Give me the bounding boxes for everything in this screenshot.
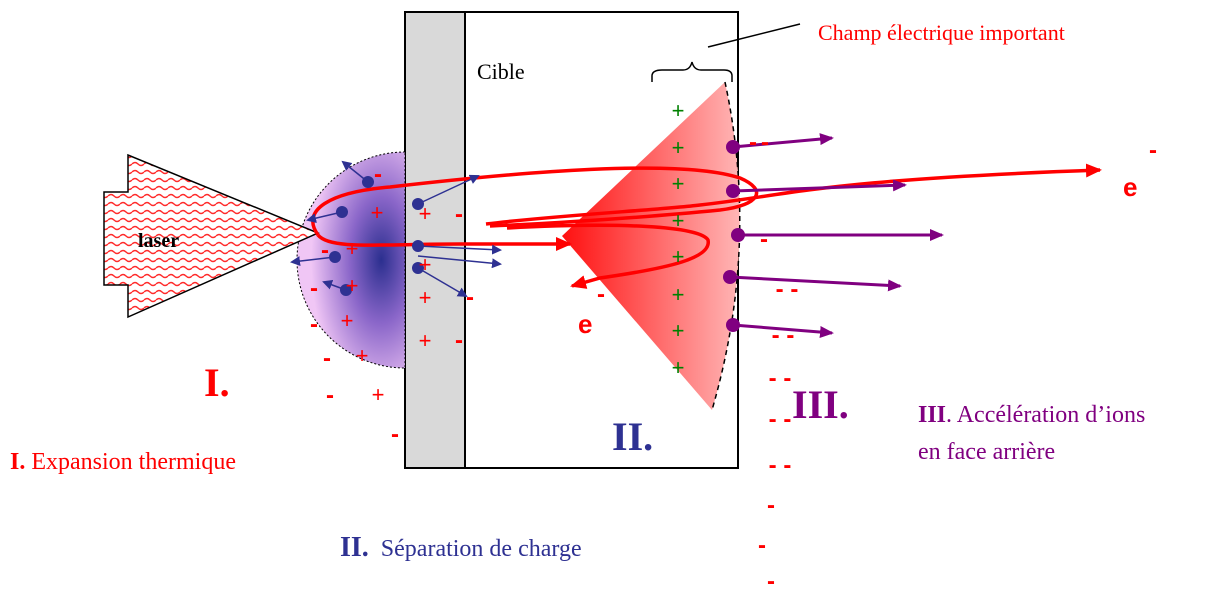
stage-I-marker: I. [204,360,230,405]
plus-sign: + [356,343,369,368]
legend-III-number: III [918,402,946,428]
legend-II-text: Séparation de charge [381,536,582,562]
legend-I-text: Expansion thermique [31,449,236,475]
minus-sign: - [391,421,399,448]
plus-sign: + [419,252,432,277]
legend-II: II. Séparation de charge [340,532,582,563]
plus-sign: + [672,208,685,233]
electron-label-return: e [578,309,592,339]
champ-label: Champ électrique important [818,20,1065,45]
plus-sign: + [672,282,685,307]
blue-particle [329,251,341,263]
minus-sign: - [767,568,775,595]
plus-sign: + [371,200,384,225]
plus-sign: + [419,328,432,353]
red-minus-pairs: - - - - - - - - - - [769,276,799,479]
minus-sign: - [455,327,463,354]
ion-dot [726,184,740,198]
ion-arrow [730,277,900,286]
plus-sign: + [341,308,354,333]
minus-pair: - - [769,452,792,479]
minus-sign: - [323,345,331,372]
plus-sign: + [672,135,685,160]
minus-sign: - [310,275,318,302]
stage-III-marker: III. [792,382,849,427]
minus-sign: - [761,129,769,156]
stage-II-marker: II. [612,414,653,459]
purple-ions [723,138,942,333]
laser-label: laser [138,230,179,252]
minus-pair: - - [776,276,799,303]
plus-sign: + [672,98,685,123]
plus-sign: + [672,171,685,196]
electron-label-escape: e [1123,172,1137,202]
plus-sign: + [672,244,685,269]
plus-sign: + [346,273,359,298]
legend-II-number: II. [340,532,369,563]
minus-sign: - [455,201,463,228]
minus-sign: - [749,129,757,156]
minus-sign: - [767,492,775,519]
ion-dot [726,140,740,154]
blue-particle [412,240,424,252]
plus-sign: + [419,201,432,226]
plus-sign: + [346,236,359,261]
minus-sign: - [760,226,768,253]
minus-sign: - [310,311,318,338]
plus-sign: + [672,355,685,380]
legend-III-text: . Accélération d’ions [946,402,1145,428]
minus-pair: - - [772,322,795,349]
cible-label: Cible [477,59,525,84]
minus-sign: - [758,532,766,559]
legend-I: I.Expansion thermique [10,449,236,475]
laser-arrow [104,155,318,317]
plus-sign: + [372,382,385,407]
legend-III-line-2: en face arrière [918,439,1055,465]
minus-pair: - - [769,406,792,433]
target-foil [405,12,465,468]
ion-dot [731,228,745,242]
legend-III: III. Accélération d’ions [918,402,1145,428]
minus-sign: - [1149,137,1157,164]
minus-sign: - [597,281,605,308]
minus-sign: - [466,284,474,311]
legend-I-number: I. [10,449,25,475]
minus-pair: - - [769,365,792,392]
ion-dot [723,270,737,284]
ion-dot [726,318,740,332]
plus-sign: + [419,285,432,310]
plus-sign: + [672,318,685,343]
blue-particle [336,206,348,218]
blue-particle [362,176,374,188]
ion-arrow [733,138,832,147]
minus-sign: - [321,237,329,264]
minus-sign: - [374,161,382,188]
minus-sign: - [326,382,334,409]
